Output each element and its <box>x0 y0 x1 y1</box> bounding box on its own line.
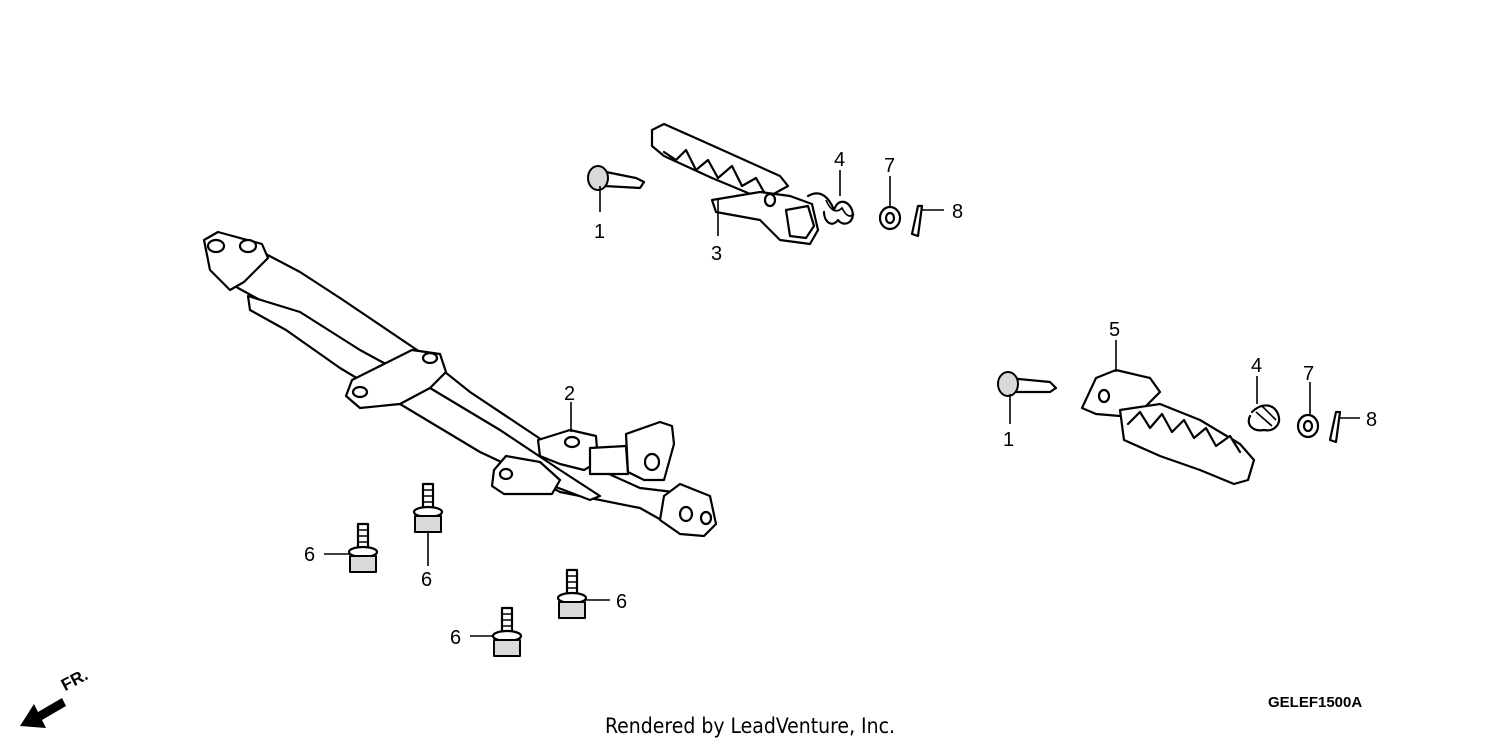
callout-bolt-d: 6 <box>450 627 461 649</box>
callout-pivot-pin-left: 1 <box>594 221 605 243</box>
footpeg-left[interactable] <box>650 122 820 246</box>
callout-bolt-a: 6 <box>304 544 315 566</box>
pivot-pin-left[interactable] <box>587 165 646 191</box>
diagram-code: GELEF1500A <box>1268 694 1363 711</box>
flange-bolt-c[interactable] <box>556 568 588 619</box>
footer-credit: Rendered by LeadVenture, Inc. <box>605 714 895 738</box>
callout-cotter-pin-left: 8 <box>952 201 963 223</box>
footpeg-right[interactable] <box>1080 368 1256 486</box>
pivot-pin-right[interactable] <box>997 371 1058 397</box>
callout-step-bar: 2 <box>564 383 575 405</box>
callout-pivot-pin-right: 1 <box>1003 429 1014 451</box>
step-bar[interactable] <box>202 230 718 538</box>
callout-washer-right: 7 <box>1303 363 1314 385</box>
callout-bolt-b: 6 <box>421 569 432 591</box>
callout-spring-right: 4 <box>1251 355 1262 377</box>
callout-footpeg-left: 3 <box>711 243 722 265</box>
leader-lines <box>324 170 1360 637</box>
callout-footpeg-right: 5 <box>1109 319 1120 341</box>
callout-washer-left: 7 <box>884 155 895 177</box>
spring-right[interactable] <box>1247 404 1281 432</box>
front-arrow-icon <box>20 698 66 728</box>
cotter-pin-left[interactable] <box>910 204 924 238</box>
washer-right[interactable] <box>1296 413 1320 439</box>
flange-bolt-d[interactable] <box>491 606 523 657</box>
flange-bolt-b[interactable] <box>412 482 444 533</box>
callout-spring-left: 4 <box>834 149 845 171</box>
spring-left[interactable] <box>806 192 855 225</box>
washer-left[interactable] <box>878 205 902 231</box>
callout-cotter-pin-right: 8 <box>1366 409 1377 431</box>
cotter-pin-right[interactable] <box>1328 410 1342 444</box>
flange-bolt-a[interactable] <box>347 522 379 573</box>
callout-bolt-c: 6 <box>616 591 627 613</box>
